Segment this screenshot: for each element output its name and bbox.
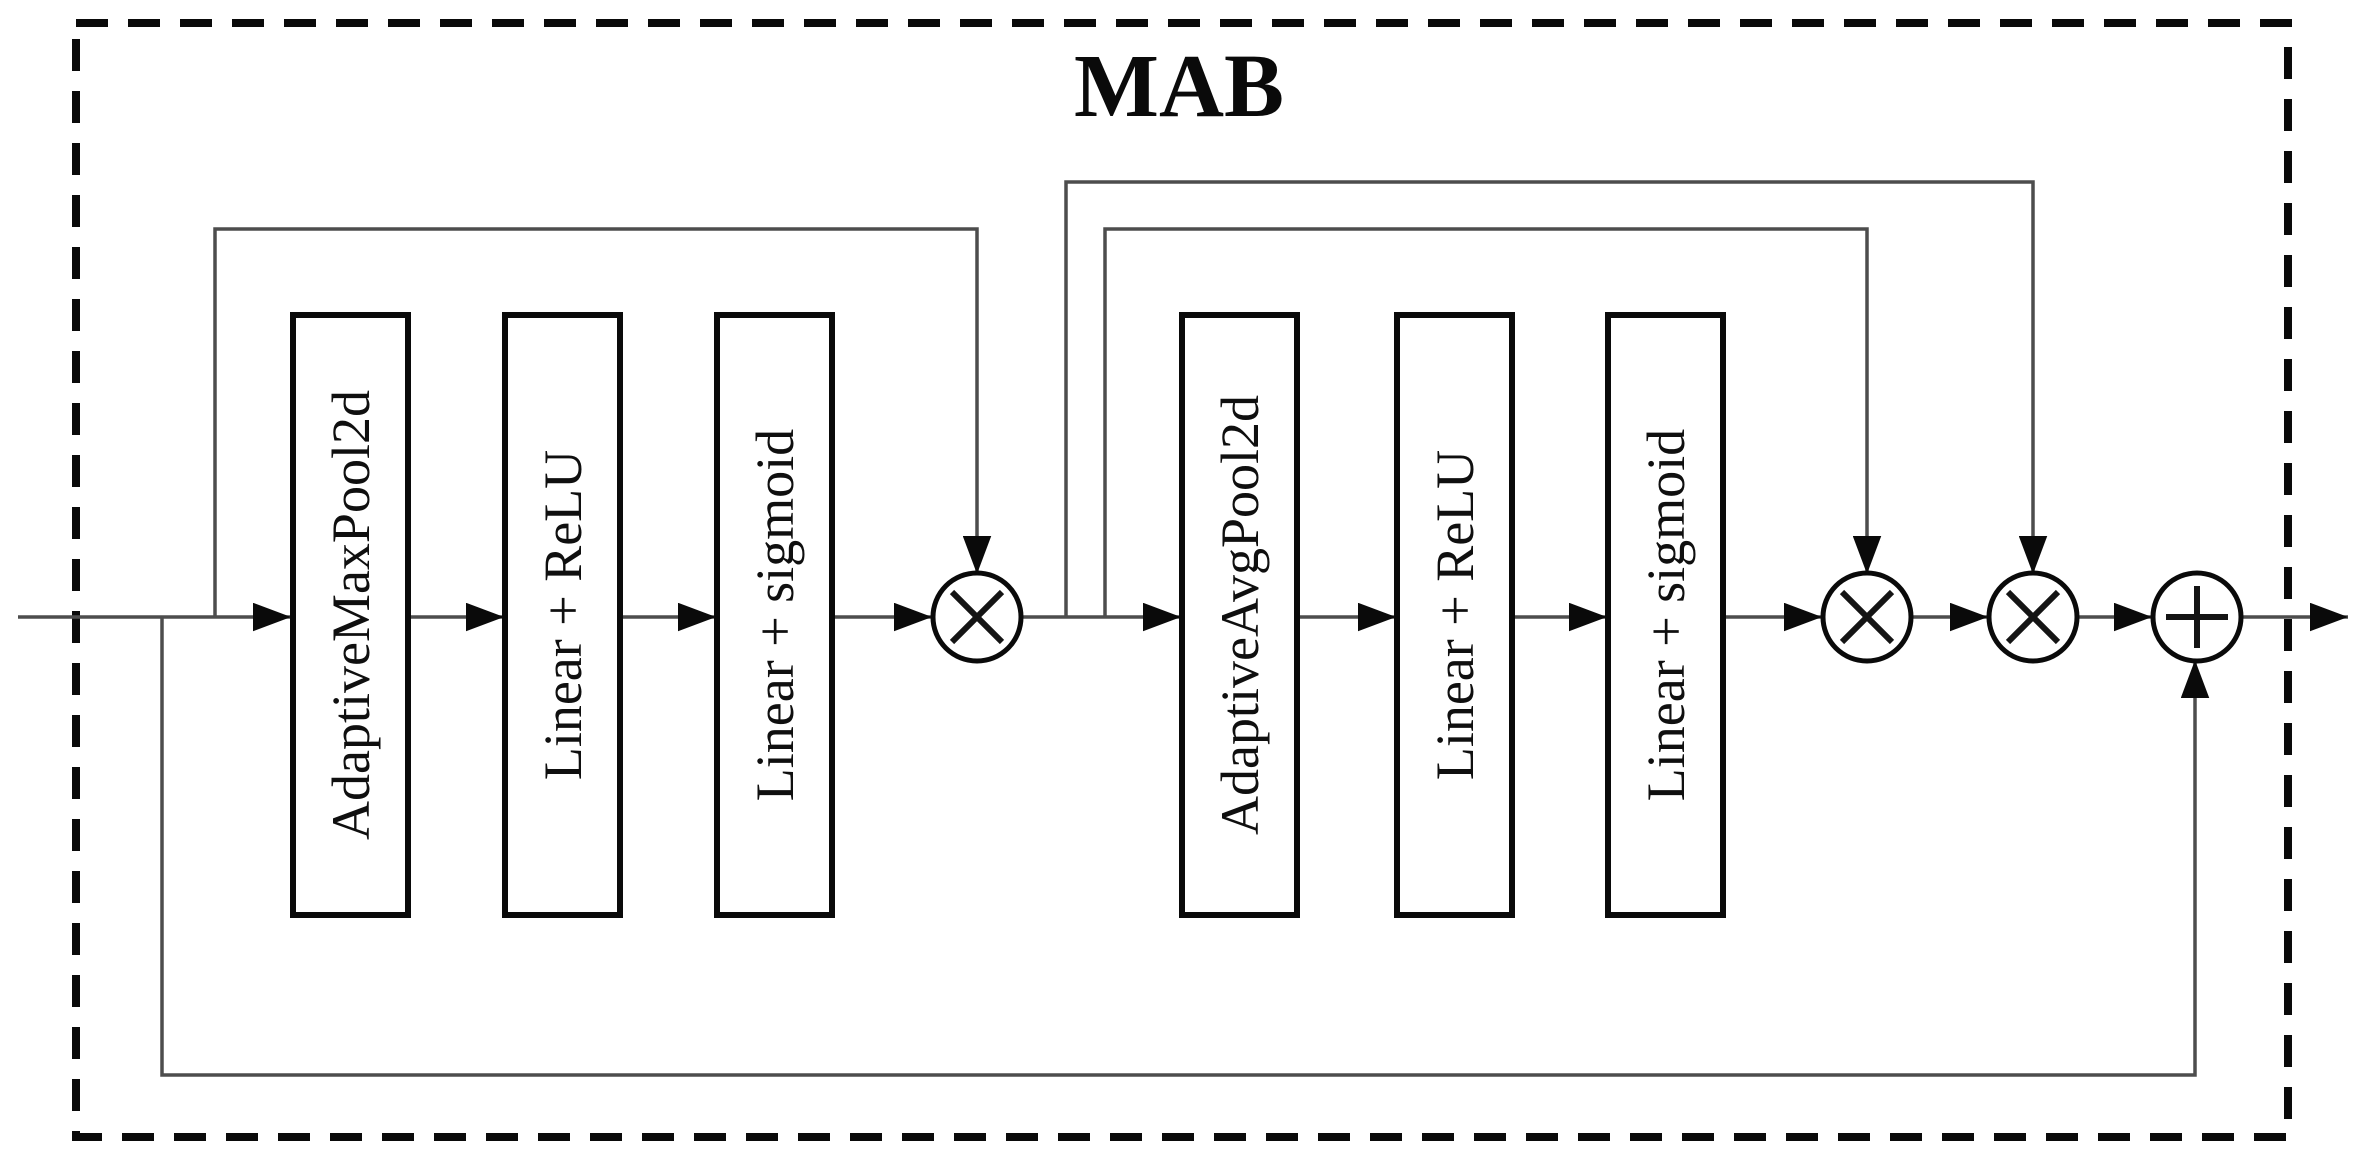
diagram-title: MAB: [1074, 37, 1284, 136]
block-linear-relu-1: Linear + ReLU: [502, 312, 623, 918]
block-label-linear-relu-2: Linear + ReLU: [1425, 450, 1485, 780]
multiply-icon: [949, 589, 1005, 645]
skip-connection-to-multiply2: [1103, 227, 1882, 617]
multiply-node-1: [930, 570, 1024, 664]
block-label-linear-sigmoid-1: Linear + sigmoid: [745, 429, 805, 801]
block-linear-sigmoid-1-rect: [714, 312, 835, 918]
block-linear-sigmoid-1: Linear + sigmoid: [714, 312, 835, 918]
skip-connection-to-multiply3: [1064, 180, 2048, 617]
multiply-node-3: [1986, 570, 2080, 664]
block-linear-relu-2: Linear + ReLU: [1394, 312, 1515, 918]
block-linear-relu-2-rect: [1394, 312, 1515, 918]
mab-boundary-box: [72, 19, 2292, 1141]
block-label-adaptive-avg-pool2d: AdaptiveAvgPool2d: [1210, 395, 1270, 835]
add-node: [2150, 570, 2244, 664]
block-label-adaptive-max-pool2d: AdaptiveMaxPool2d: [321, 390, 381, 840]
block-linear-relu-1-rect: [502, 312, 623, 918]
block-linear-sigmoid-2: Linear + sigmoid: [1605, 312, 1726, 918]
block-label-linear-sigmoid-2: Linear + sigmoid: [1636, 429, 1696, 801]
skip-connection-input-to-multiply1: [213, 227, 992, 617]
block-adaptive-avg-pool2d-rect: [1179, 312, 1300, 918]
multiply-node-2: [1820, 570, 1914, 664]
block-adaptive-max-pool2d-rect: [290, 312, 411, 918]
block-adaptive-max-pool2d: AdaptiveMaxPool2d: [290, 312, 411, 918]
multiply-icon: [1839, 589, 1895, 645]
plus-icon: [2166, 586, 2228, 648]
block-label-linear-relu-1: Linear + ReLU: [533, 450, 593, 780]
block-adaptive-avg-pool2d: AdaptiveAvgPool2d: [1179, 312, 1300, 918]
block-linear-sigmoid-2-rect: [1605, 312, 1726, 918]
multiply-icon: [2005, 589, 2061, 645]
residual-connection-to-add: [160, 617, 2210, 1077]
